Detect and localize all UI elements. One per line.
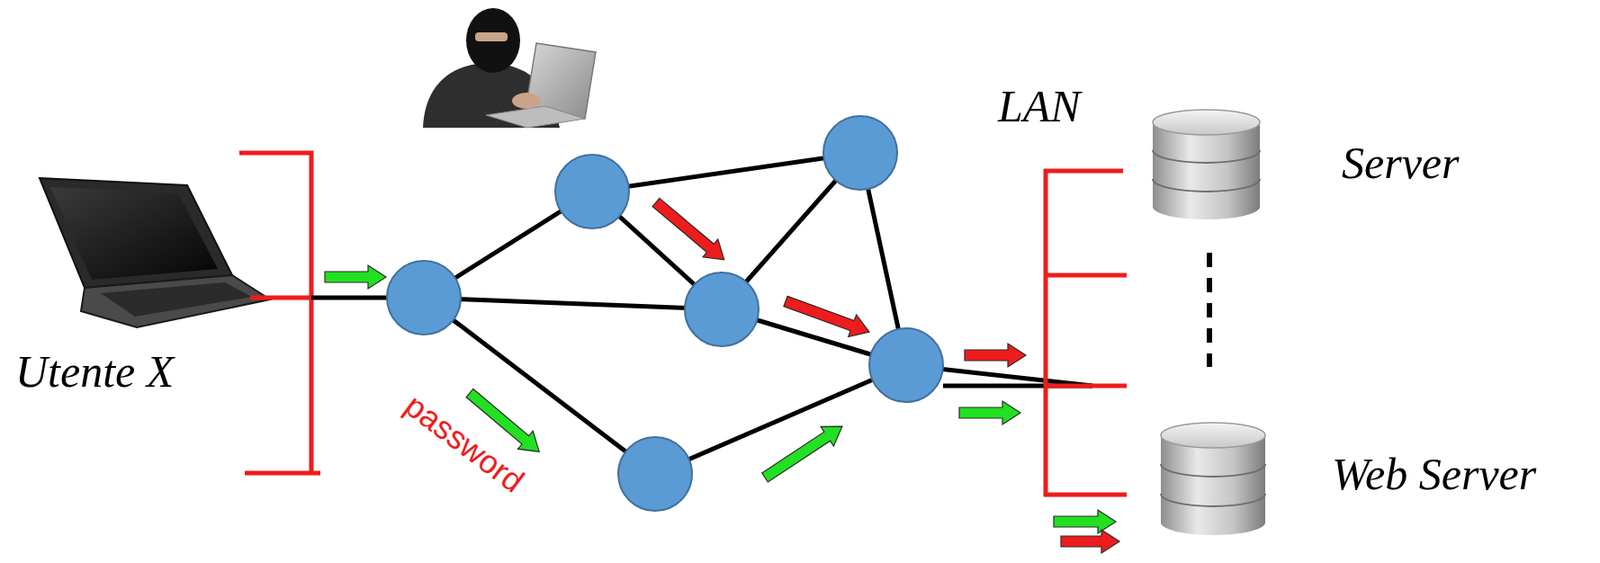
hacker-eyes <box>475 32 508 42</box>
user-bracket <box>239 151 321 476</box>
traffic-arrows <box>324 193 1120 554</box>
router-circles <box>386 116 944 512</box>
web-server-icon <box>1160 422 1266 536</box>
ellipsis-dashes <box>1206 252 1213 368</box>
lan-bus <box>1043 169 1127 497</box>
server-icon <box>1152 109 1260 220</box>
label-text: password <box>399 388 531 498</box>
hacker-figure <box>422 8 596 128</box>
label-text: Web Server <box>1331 451 1537 497</box>
hacker-hand <box>512 92 541 109</box>
label-text: Utente X <box>15 349 174 395</box>
laptop-icon <box>39 178 270 328</box>
laptop-screen <box>50 187 218 280</box>
label-text: Server <box>1341 140 1460 186</box>
laptop-keyboard <box>100 282 252 317</box>
label-text: LAN <box>997 83 1081 129</box>
hacker-laptop-base <box>485 106 585 128</box>
laptop-base <box>80 275 270 328</box>
laptop-screen-frame <box>39 178 233 288</box>
hacker-head <box>466 8 521 73</box>
